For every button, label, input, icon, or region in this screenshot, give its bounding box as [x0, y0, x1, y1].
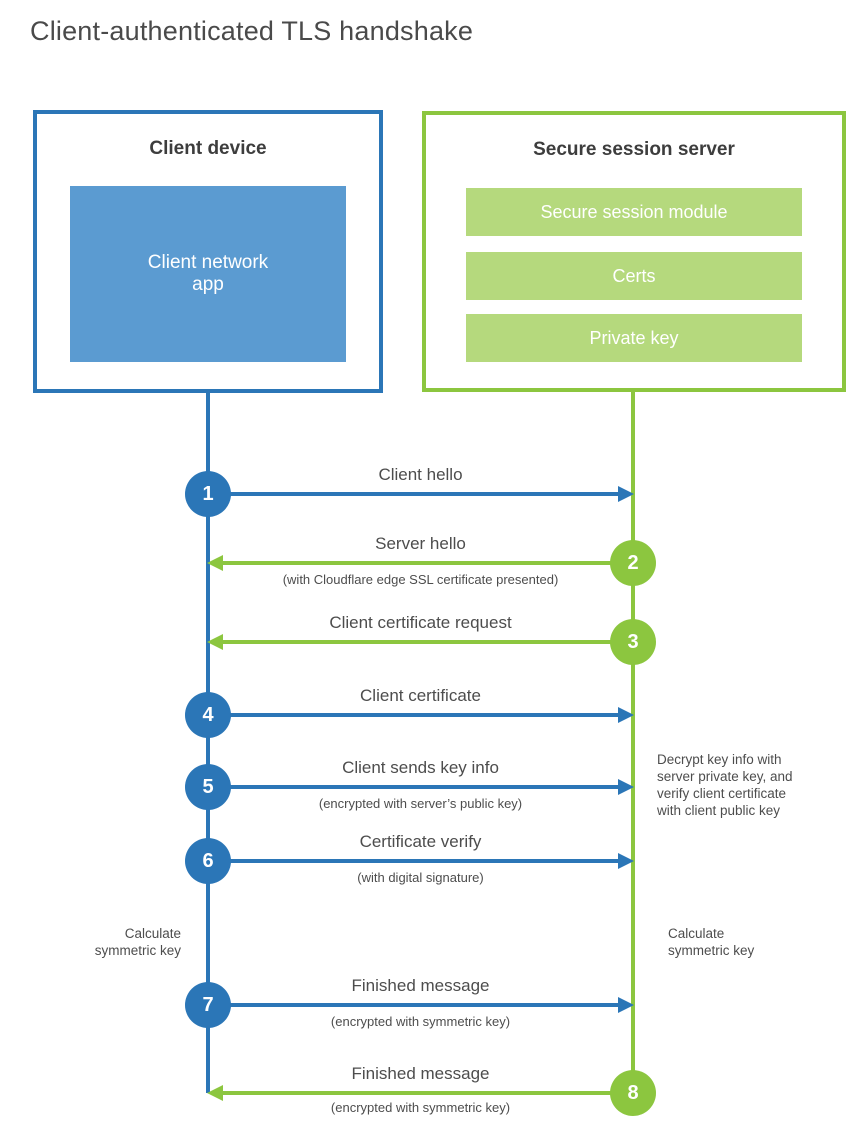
- arrowhead-left-icon: [207, 1085, 223, 1101]
- server-module-private-key: Private key: [466, 314, 802, 362]
- arrowhead-right-icon: [618, 779, 634, 795]
- arrowhead-right-icon: [618, 486, 634, 502]
- step-badge-2: 2: [610, 540, 656, 586]
- label-finished-message-server: Finished message: [351, 1064, 490, 1083]
- note-calculate-symmetric-key-server: Calculate symmetric key: [668, 926, 755, 958]
- label-client-certificate-request: Client certificate request: [329, 613, 512, 632]
- arrow-client-certificate-request: [221, 640, 633, 644]
- label-finished-message-client: Finished message: [351, 976, 490, 995]
- arrow-finished-message-client: [208, 1003, 620, 1007]
- sublabel-finished-message-server: (encrypted with symmetric key): [330, 1100, 511, 1115]
- sublabel-server-hello: (with Cloudflare edge SSL certificate pr…: [282, 572, 559, 587]
- note-calculate-symmetric-key-client: Calculate symmetric key: [94, 926, 181, 958]
- label-client-certificate: Client certificate: [360, 686, 481, 705]
- arrow-client-hello: [208, 492, 620, 496]
- arrowhead-left-icon: [207, 555, 223, 571]
- server-module-certs: Certs: [466, 252, 802, 300]
- client-network-app-box: Client network app: [70, 186, 346, 362]
- arrow-certificate-verify: [208, 859, 620, 863]
- arrow-client-sends-key-info: [208, 785, 620, 789]
- page-title: Client-authenticated TLS handshake: [30, 16, 474, 46]
- sublabel-finished-message-client: (encrypted with symmetric key): [330, 1014, 511, 1029]
- client-device-title: Client device: [149, 138, 267, 159]
- arrow-finished-message-server: [221, 1091, 633, 1095]
- step-badge-1: 1: [185, 471, 231, 517]
- arrowhead-left-icon: [207, 634, 223, 650]
- arrowhead-right-icon: [618, 853, 634, 869]
- step-badge-6: 6: [185, 838, 231, 884]
- arrow-server-hello: [221, 561, 633, 565]
- step-badge-4: 4: [185, 692, 231, 738]
- note-decrypt-key-info: Decrypt key info with server private key…: [657, 752, 793, 818]
- step-badge-5: 5: [185, 764, 231, 810]
- server-module-secure-session: Secure session module: [466, 188, 802, 236]
- arrowhead-right-icon: [618, 707, 634, 723]
- label-certificate-verify: Certificate verify: [359, 832, 482, 851]
- step-badge-8: 8: [610, 1070, 656, 1116]
- arrowhead-right-icon: [618, 997, 634, 1013]
- label-server-hello: Server hello: [375, 534, 466, 553]
- sublabel-client-sends-key-info: (encrypted with server’s public key): [318, 796, 523, 811]
- step-badge-7: 7: [185, 982, 231, 1028]
- server-lifeline: [631, 392, 635, 1093]
- step-badge-3: 3: [610, 619, 656, 665]
- label-client-sends-key-info: Client sends key info: [342, 758, 499, 777]
- label-client-hello: Client hello: [378, 465, 463, 484]
- client-lifeline: [206, 393, 210, 1093]
- secure-session-server-title: Secure session server: [533, 139, 735, 160]
- sublabel-certificate-verify: (with digital signature): [357, 870, 484, 885]
- arrow-client-certificate: [208, 713, 620, 717]
